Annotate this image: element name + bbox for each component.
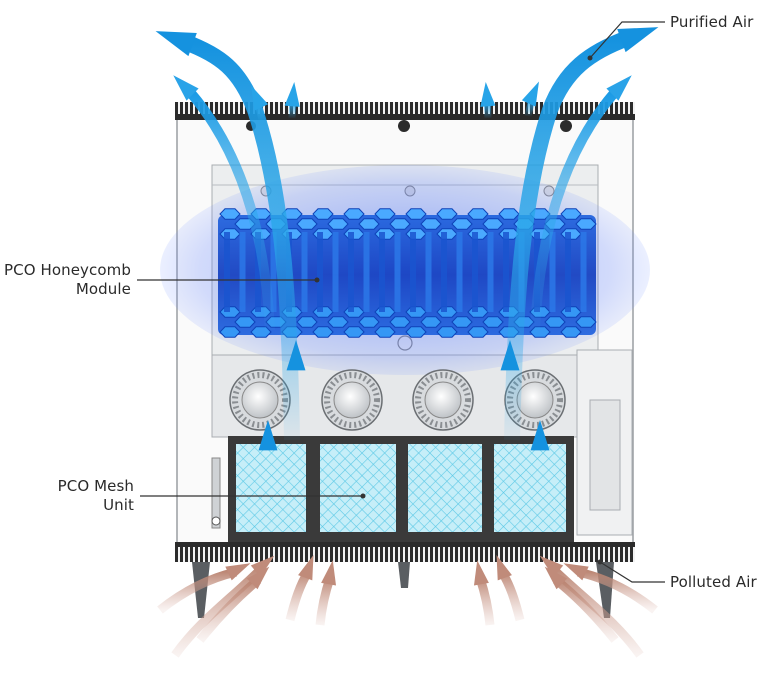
- honeycomb-cell: [483, 317, 503, 327]
- honeycomb-channel: [317, 232, 323, 312]
- honeycomb-cell: [220, 327, 240, 337]
- honeycomb-cell: [375, 209, 395, 219]
- honeycomb-channel: [410, 232, 416, 312]
- fan-icon: [322, 370, 382, 430]
- honeycomb-channel: [364, 232, 370, 312]
- honeycomb-channel: [503, 232, 509, 312]
- pco-honeycomb-text-1: PCO Honeycomb: [4, 261, 131, 280]
- honeycomb-cell: [468, 209, 488, 219]
- honeycomb-cell: [561, 327, 581, 337]
- honeycomb-channel: [240, 232, 246, 312]
- honeycomb-channel: [333, 232, 339, 312]
- honeycomb-channel: [302, 232, 308, 312]
- polluted-air-stream: [480, 578, 490, 625]
- arrow-up-icon: [285, 82, 300, 107]
- honeycomb-cell: [328, 317, 348, 327]
- arrow-up-icon: [474, 560, 489, 585]
- pco-mesh-text-1: PCO Mesh: [58, 477, 134, 496]
- honeycomb-channel: [565, 232, 571, 312]
- honeycomb-cell: [452, 219, 472, 229]
- honeycomb-channel: [426, 232, 432, 312]
- honeycomb-channel: [395, 232, 401, 312]
- honeycomb-cell: [421, 219, 441, 229]
- honeycomb-cell: [406, 327, 426, 337]
- honeycomb-cell: [328, 219, 348, 229]
- honeycomb-cell: [406, 209, 426, 219]
- honeycomb-cell: [390, 317, 410, 327]
- honeycomb-cell: [390, 219, 410, 229]
- arrow-up-icon: [480, 82, 495, 107]
- honeycomb-cell: [576, 219, 596, 229]
- honeycomb-cell: [421, 317, 441, 327]
- honeycomb-cell: [235, 317, 255, 327]
- fan-icon: [230, 370, 290, 430]
- polluted-air-stream: [502, 572, 520, 620]
- honeycomb-cell: [359, 317, 379, 327]
- honeycomb-cell: [375, 327, 395, 337]
- honeycomb-cell: [313, 209, 333, 219]
- honeycomb-channel: [441, 232, 447, 312]
- polluted-air-stream: [200, 580, 258, 640]
- honeycomb-cell: [297, 317, 317, 327]
- honeycomb-channel: [224, 232, 230, 312]
- pco-mesh-text-2: Unit: [58, 496, 134, 515]
- honeycomb-cell: [468, 327, 488, 337]
- polluted-air-stream: [290, 572, 308, 620]
- honeycomb-cell: [499, 209, 519, 219]
- pco-honeycomb-label: PCO Honeycomb Module: [4, 261, 131, 299]
- honeycomb-channel: [379, 232, 385, 312]
- honeycomb-cell: [437, 327, 457, 337]
- purified-air-text: Purified Air: [670, 13, 753, 32]
- honeycomb-channel: [457, 232, 463, 312]
- honeycomb-channel: [488, 232, 494, 312]
- honeycomb-cell: [545, 317, 565, 327]
- honeycomb-cell: [576, 317, 596, 327]
- polluted-air-label: Polluted Air: [670, 573, 757, 592]
- pco-honeycomb-module: [160, 165, 650, 375]
- honeycomb-cell: [344, 327, 364, 337]
- honeycomb-channel: [472, 232, 478, 312]
- honeycomb-cell: [344, 209, 364, 219]
- pco-honeycomb-text-2: Module: [4, 280, 131, 299]
- honeycomb-cell: [220, 209, 240, 219]
- fan-icon: [413, 370, 473, 430]
- polluted-air-stream: [320, 578, 330, 625]
- pco-mesh-label: PCO Mesh Unit: [58, 477, 134, 515]
- honeycomb-channel: [581, 232, 587, 312]
- honeycomb-cell: [452, 317, 472, 327]
- honeycomb-cell: [313, 327, 333, 337]
- honeycomb-cell: [483, 219, 503, 229]
- bottom-grille: [175, 542, 635, 562]
- honeycomb-cell: [561, 209, 581, 219]
- purified-air-label: Purified Air: [670, 13, 753, 32]
- honeycomb-cell: [297, 219, 317, 229]
- honeycomb-cell: [437, 209, 457, 219]
- honeycomb-channel: [348, 232, 354, 312]
- polluted-air-text: Polluted Air: [670, 573, 757, 592]
- honeycomb-cell: [359, 219, 379, 229]
- arrow-up-icon: [321, 560, 336, 585]
- arrow-up-icon: [617, 27, 658, 52]
